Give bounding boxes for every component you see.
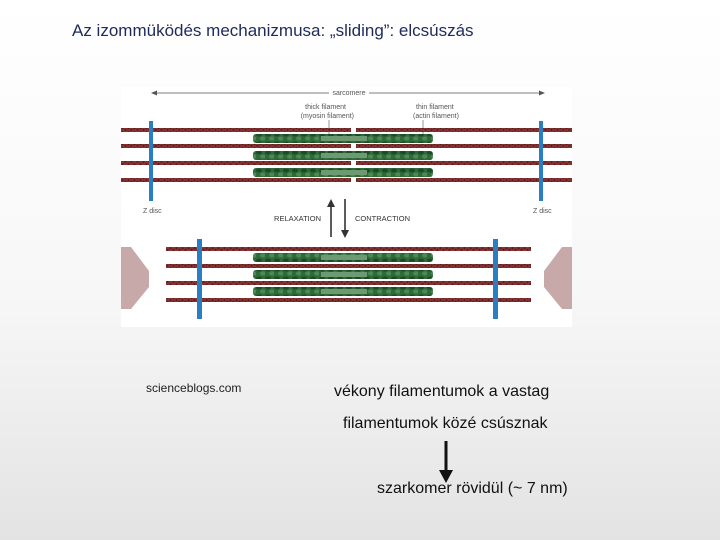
z-disc-line — [539, 121, 543, 201]
actin-filament — [356, 144, 572, 148]
caption-line-2: filamentumok közé csúsznak — [343, 415, 548, 432]
down-arrow-icon — [439, 441, 453, 483]
z-disc-line — [149, 121, 153, 201]
source-credit: scienceblogs.com — [146, 381, 242, 395]
z-disc-line — [197, 239, 202, 319]
actin-filament — [356, 128, 572, 132]
actin-filament — [356, 178, 572, 182]
relaxation-label: RELAXATION — [274, 214, 321, 223]
sarcomere-diagram-svg: sarcomere thick filament (myosin filamen… — [121, 88, 572, 319]
actin-filament — [121, 128, 351, 132]
actin-filament — [121, 161, 351, 165]
thick-filament-sub: (myosin filament) — [301, 113, 354, 120]
actin-filament — [281, 298, 531, 302]
relaxed-sarcomere — [121, 121, 572, 201]
sarcomere-label: sarcomere — [332, 90, 365, 97]
transition-arrows — [327, 199, 349, 238]
thick-filament-label: thick filament — [305, 104, 346, 111]
thin-filament-sub: (actin filament) — [413, 113, 459, 120]
actin-filament — [281, 247, 531, 251]
thin-filament-label: thin filament — [416, 104, 454, 111]
actin-filament — [281, 264, 531, 268]
result-text: szarkomer rövidül (~ 7 nm) — [377, 480, 568, 497]
z-disc-left-label: Z disc — [143, 208, 162, 215]
actin-filament — [281, 281, 531, 285]
caption-line-1: vékony filamentumok a vastag — [334, 383, 550, 400]
right-push-arrow — [544, 247, 572, 309]
actin-filament — [121, 178, 351, 182]
contracted-sarcomere — [121, 239, 572, 319]
z-disc-right-label: Z disc — [533, 208, 552, 215]
z-disc-line — [493, 239, 498, 319]
actin-filament — [356, 161, 572, 165]
left-push-arrow — [121, 247, 149, 309]
actin-filament — [121, 144, 351, 148]
sarcomere-diagram: sarcomere thick filament (myosin filamen… — [121, 87, 572, 327]
slide-title: Az izommüködés mechanizmusa: „sliding”: … — [72, 21, 474, 40]
sarcomere-dimension: sarcomere — [151, 88, 545, 97]
contraction-label: CONTRACTION — [355, 214, 410, 223]
